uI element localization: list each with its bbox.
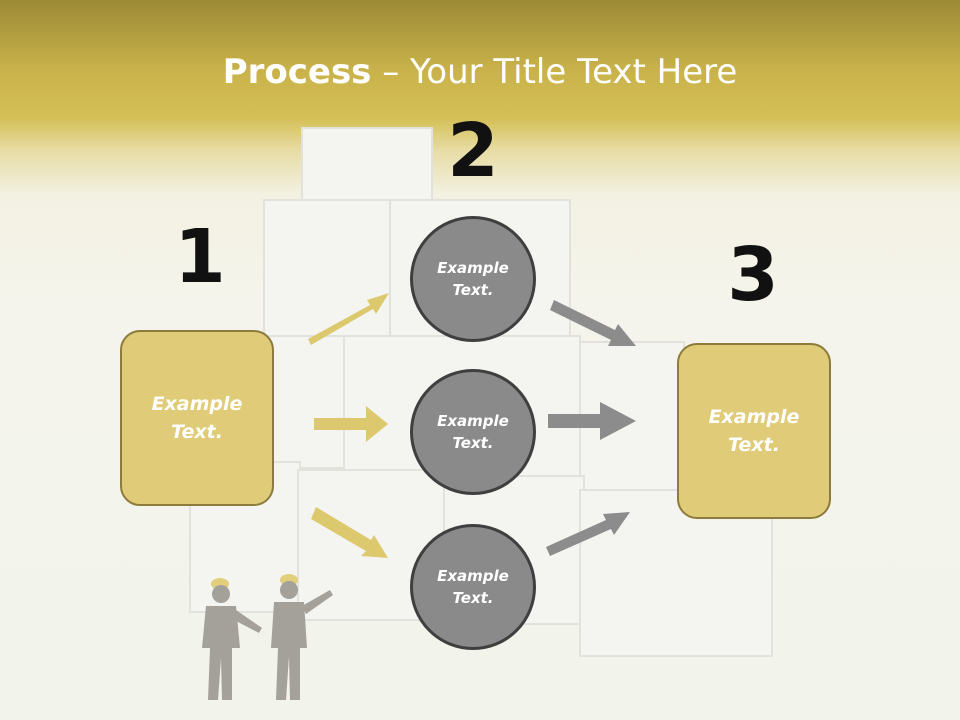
left-box-line-1: Example — [151, 392, 243, 415]
circle-bottom-line-2: Text. — [452, 589, 494, 607]
circle-bottom-line-1: Example — [437, 566, 509, 585]
circle-middle-line-1: Example — [437, 411, 509, 430]
workers-silhouette — [202, 574, 333, 700]
arrow-up-right-gray — [546, 512, 630, 556]
circle-step-middle[interactable]: Example Text. — [410, 369, 536, 495]
slide-title: Process – Your Title Text Here — [0, 52, 960, 92]
right-example-box[interactable]: Example Text. — [677, 343, 831, 519]
left-example-box[interactable]: Example Text. — [120, 330, 274, 506]
arrow-right-gray — [548, 402, 636, 440]
circle-step-top[interactable]: Example Text. — [410, 216, 536, 342]
circle-top-line-1: Example — [437, 258, 509, 277]
right-box-line-2: Text. — [728, 434, 780, 456]
circle-middle-line-2: Text. — [452, 434, 494, 452]
step-number-2: 2 — [447, 108, 499, 194]
arrow-down-right-gray — [550, 300, 636, 346]
title-bold: Process — [222, 52, 372, 92]
arrow-right-gold — [314, 406, 388, 442]
right-box-line-1: Example — [708, 405, 800, 428]
circle-top-line-2: Text. — [452, 281, 494, 299]
left-box-line-2: Text. — [171, 421, 223, 443]
arrow-up-right-gold — [308, 293, 389, 345]
title-rest: – Your Title Text Here — [371, 52, 738, 92]
step-number-1: 1 — [174, 214, 226, 300]
step-number-3: 3 — [727, 232, 779, 318]
arrow-down-right-gold — [311, 507, 388, 558]
circle-step-bottom[interactable]: Example Text. — [410, 524, 536, 650]
